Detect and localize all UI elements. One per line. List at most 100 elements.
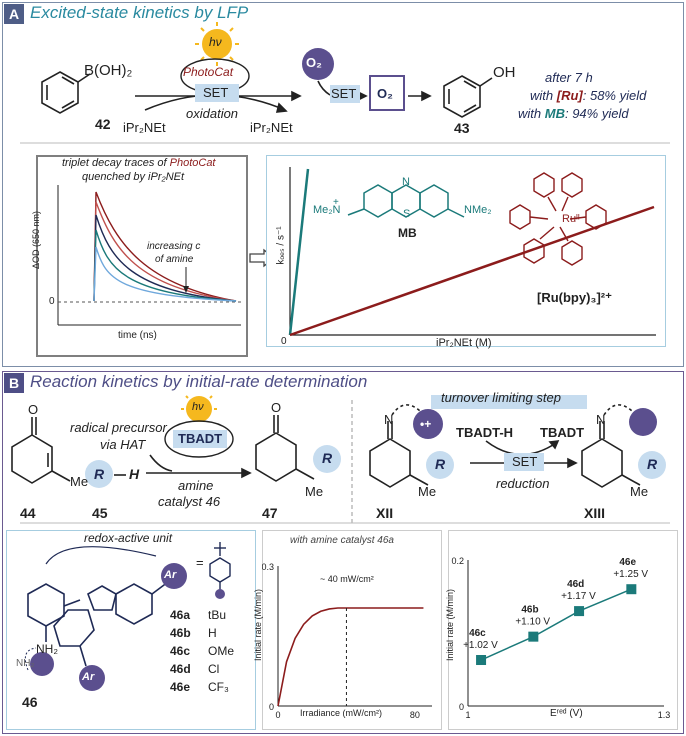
ered-point-label: 46c xyxy=(469,628,486,639)
o-label-47: O xyxy=(271,400,282,415)
ru-center-label: Ruᴵᴵ xyxy=(562,213,580,225)
catalyst-id: 46a xyxy=(170,608,191,622)
catalyst-46-structure xyxy=(24,542,231,691)
panel-a-label: A xyxy=(4,4,24,24)
ered-point-value: +1.10 V xyxy=(515,617,550,628)
irr-title: with amine catalyst 46a xyxy=(290,535,394,546)
trace-title-photocat: PhotoCat xyxy=(169,157,216,169)
time-axis-label: time (ns) xyxy=(118,330,157,341)
panel-a-scheme xyxy=(20,22,670,144)
ered-xtick: 1.3 xyxy=(658,710,671,720)
set-label-b: SET xyxy=(331,86,357,101)
mb-me2n: Me₂N xyxy=(313,204,341,216)
catalyst-substituent: CF₃ xyxy=(208,680,229,694)
xiii-label: XIII xyxy=(584,505,606,521)
trace-title-2: quenched by iPr₂NEt xyxy=(82,171,185,183)
panel-b-title: Reaction kinetics by initial-rate determ… xyxy=(30,372,368,391)
after-7h: after 7 h xyxy=(545,70,593,85)
ered-chart-frame xyxy=(448,530,678,730)
trace-title-1: triplet decay traces of PhotoCat xyxy=(62,157,216,169)
n-label-xii: N xyxy=(384,412,394,427)
od-zero: 0 xyxy=(49,296,55,307)
with-mb: with xyxy=(518,106,542,121)
irradiance-chart-frame xyxy=(262,530,442,730)
catalyst-id: 46e xyxy=(170,680,191,694)
boronic-acid-label: B(OH)₂ xyxy=(84,62,133,79)
panel-a-title: Excited-state kinetics by LFP xyxy=(30,3,249,22)
irr-series-line xyxy=(277,607,424,707)
catalyst-id: 46c xyxy=(170,644,191,658)
r-circle-45 xyxy=(85,460,113,488)
decay-trace-5 xyxy=(93,246,237,302)
nh2-label: NH₂ xyxy=(36,642,58,656)
mb-structure-label: MB xyxy=(398,226,417,240)
panel-b-label: B xyxy=(4,373,24,393)
reaction-arrow-b xyxy=(146,454,252,479)
catalyst-substituent: tBu xyxy=(208,608,227,622)
compound-45-label: 45 xyxy=(92,505,108,521)
kobs-axis-label: kₒₑₛ / s⁻¹ xyxy=(275,226,287,265)
set-box-b xyxy=(330,85,360,103)
superoxide-box xyxy=(369,75,405,111)
compound-43-label: 43 xyxy=(454,120,470,136)
ru-yield: : 58% yield xyxy=(582,88,647,103)
decay-trace-4 xyxy=(93,229,237,302)
oxidation-label: oxidation xyxy=(186,106,239,121)
ered-point-label: 46d xyxy=(567,579,584,590)
r-label-45: R xyxy=(94,466,105,482)
r-label-xiii: R xyxy=(647,456,658,472)
radical-cation-label: •+ xyxy=(420,417,432,431)
decay-panel xyxy=(36,155,248,357)
me-label-44: Me xyxy=(70,474,89,489)
set-box-a xyxy=(195,84,239,102)
catalyst-panel xyxy=(6,530,256,730)
kobs-panel xyxy=(266,155,666,347)
ar-label-bottom: Ar xyxy=(82,671,95,683)
catalyst-46-label: catalyst 46 xyxy=(158,494,221,509)
panel-b-scheme xyxy=(11,395,670,524)
mb-nme2: NMe₂ xyxy=(464,204,492,216)
r-circle-xiii xyxy=(638,451,666,479)
turnover-box xyxy=(431,395,587,409)
me-label-xii: Me xyxy=(418,484,437,499)
ered-point xyxy=(626,584,637,595)
ered-xtick: 1 xyxy=(465,710,470,720)
tbadt-cycle xyxy=(164,420,234,458)
neutral-circle xyxy=(629,408,657,436)
amine-label: iPr₂NEt xyxy=(123,120,166,135)
set-box-c xyxy=(504,453,544,471)
o2-circle xyxy=(302,48,334,80)
amine-radical-label: iPr₂NEt xyxy=(250,120,293,135)
set-label-a: SET xyxy=(203,85,229,100)
compound-46-label: 46 xyxy=(22,694,38,710)
catalyst-id: 46d xyxy=(170,662,191,676)
ru-complex-label: [Ru(bpy)₃]²⁺ xyxy=(537,290,612,305)
panel-b-frame xyxy=(2,371,684,734)
via-hat-label: via HAT xyxy=(100,437,146,452)
ered-fit-line xyxy=(480,588,632,661)
reduction-label: reduction xyxy=(496,476,550,491)
me-label-xiii: Me xyxy=(630,484,649,499)
mb-s: S xyxy=(403,208,411,220)
hv-label-b: hν xyxy=(192,401,204,413)
od-axis-label: ΔOD (650 nm) xyxy=(31,210,41,270)
equals-label: = xyxy=(196,555,204,570)
irr-ytick: 0 xyxy=(269,702,274,712)
iminium-xiii xyxy=(581,404,641,488)
iminium-xii xyxy=(369,404,429,488)
sun-icon-b xyxy=(181,395,217,422)
decay-trace-2 xyxy=(93,201,237,302)
r-circle-47 xyxy=(313,445,341,473)
r-circle-xii xyxy=(426,451,454,479)
ered-ytick: 0.2 xyxy=(451,556,464,566)
mb-yield-line: with MB: 94% yield xyxy=(518,106,629,121)
xii-label: XII xyxy=(376,505,394,521)
ered-point-label: 46b xyxy=(521,605,538,616)
o-label-44: O xyxy=(28,402,39,417)
